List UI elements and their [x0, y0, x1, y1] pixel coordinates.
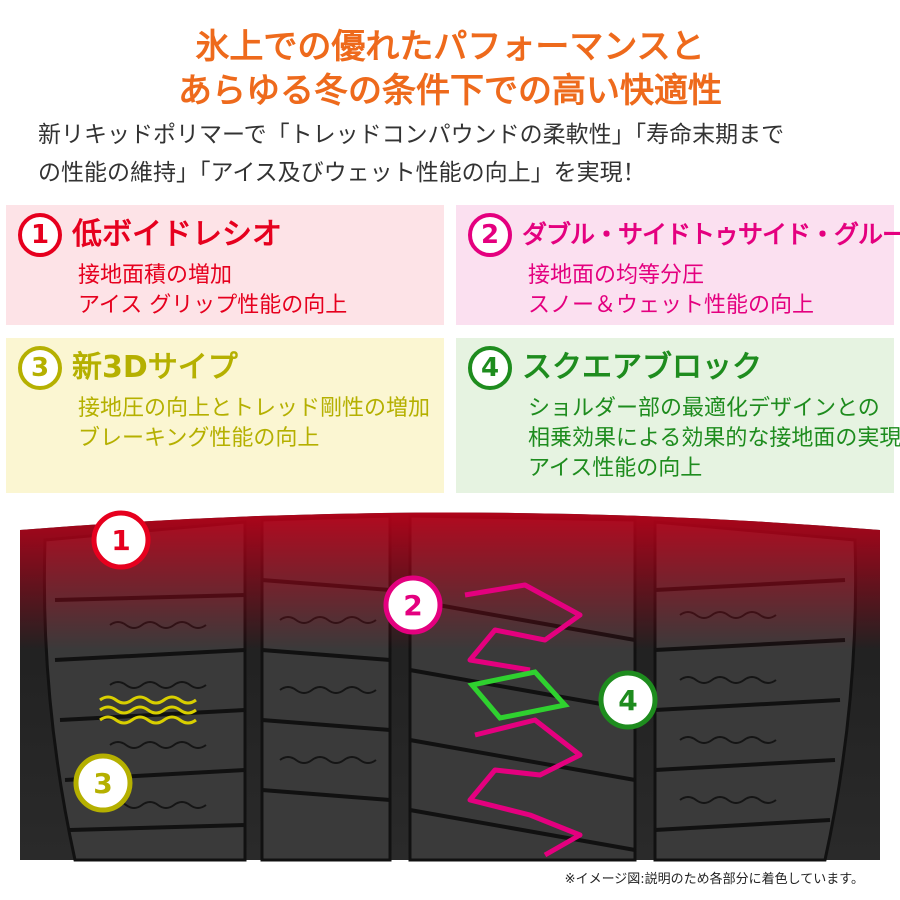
feature-description: 接地面積の増加 アイス グリップ性能の向上: [78, 261, 347, 321]
feature-header: 1 低ボイドレシオ: [18, 213, 282, 257]
intro-line-2: の性能の維持」「アイス及びウェット性能の向上」を実現！: [38, 160, 646, 186]
number-badge-1: 1: [18, 213, 62, 257]
number-badge-2: 2: [468, 213, 512, 257]
feature-description: ショルダー部の最適化デザインとの 相乗効果による効果的な接地面の実現 アイス性能…: [528, 394, 900, 484]
square-block-highlight: [467, 669, 570, 721]
tire-marker-3: 3: [73, 753, 133, 813]
feature-line: ブレーキング性能の向上: [78, 426, 320, 451]
number-badge-3: 3: [18, 346, 62, 390]
feature-line: 接地面の均等分圧: [528, 263, 705, 288]
feature-line: 接地圧の向上とトレッド剛性の増加: [78, 396, 431, 421]
feature-description: 接地圧の向上とトレッド剛性の増加 ブレーキング性能の向上: [78, 394, 430, 454]
feature-line: アイス グリップ性能の向上: [78, 293, 348, 318]
feature-line: ショルダー部の最適化デザインとの: [528, 396, 880, 421]
feature-header: 4 スクエアブロック: [468, 346, 762, 390]
feature-line: 相乗効果による効果的な接地面の実現: [528, 426, 900, 451]
tire-marker-4: 4: [598, 670, 658, 730]
footnote: ※イメージ図:説明のため各部分に着色しています。: [564, 872, 864, 887]
tire-marker-1: 1: [91, 510, 151, 570]
feature-title: 新3Dサイプ: [72, 350, 238, 385]
feature-line: アイス性能の向上: [528, 456, 703, 481]
svg-text:1: 1: [111, 524, 130, 557]
headline-line-1: 氷上での優れたパフォーマンスと: [195, 27, 705, 67]
feature-box-4: 4 スクエアブロック ショルダー部の最適化デザインとの 相乗効果による効果的な接…: [456, 338, 900, 493]
sipe-highlight: [99, 695, 197, 725]
headline-line-2: あらゆる冬の条件下での高い快適性: [178, 71, 722, 111]
tire-marker-2: 2: [383, 575, 443, 635]
feature-box-3: 3 新3Dサイプ 接地圧の向上とトレッド剛性の増加 ブレーキング性能の向上: [6, 338, 444, 493]
feature-box-2: 2 ダブル・サイドトゥサイド・グルーブ 接地面の均等分圧 スノー＆ウェット性能の…: [456, 205, 900, 325]
svg-text:2: 2: [403, 589, 422, 622]
feature-box-1: 1 低ボイドレシオ 接地面積の増加 アイス グリップ性能の向上: [6, 205, 444, 325]
feature-header: 2 ダブル・サイドトゥサイド・グルーブ: [468, 213, 900, 257]
feature-description: 接地面の均等分圧 スノー＆ウェット性能の向上: [528, 261, 814, 321]
feature-line: スノー＆ウェット性能の向上: [528, 293, 815, 318]
tire-tread-illustration: 1 2 3 4: [20, 510, 880, 862]
feature-line: 接地面積の増加: [78, 263, 233, 288]
feature-title: ダブル・サイドトゥサイド・グルーブ: [522, 220, 900, 249]
feature-header: 3 新3Dサイプ: [18, 346, 238, 390]
svg-text:3: 3: [93, 767, 112, 800]
zigzag-groove-highlight: [464, 582, 583, 858]
low-void-highlight: [20, 512, 880, 650]
feature-title: スクエアブロック: [522, 350, 762, 385]
feature-title: 低ボイドレシオ: [72, 217, 282, 252]
intro-line-1: 新リキッドポリマーで「トレッドコンパウンドの柔軟性」「寿命末期まで: [38, 122, 785, 148]
svg-text:4: 4: [618, 684, 637, 717]
number-badge-4: 4: [468, 346, 512, 390]
